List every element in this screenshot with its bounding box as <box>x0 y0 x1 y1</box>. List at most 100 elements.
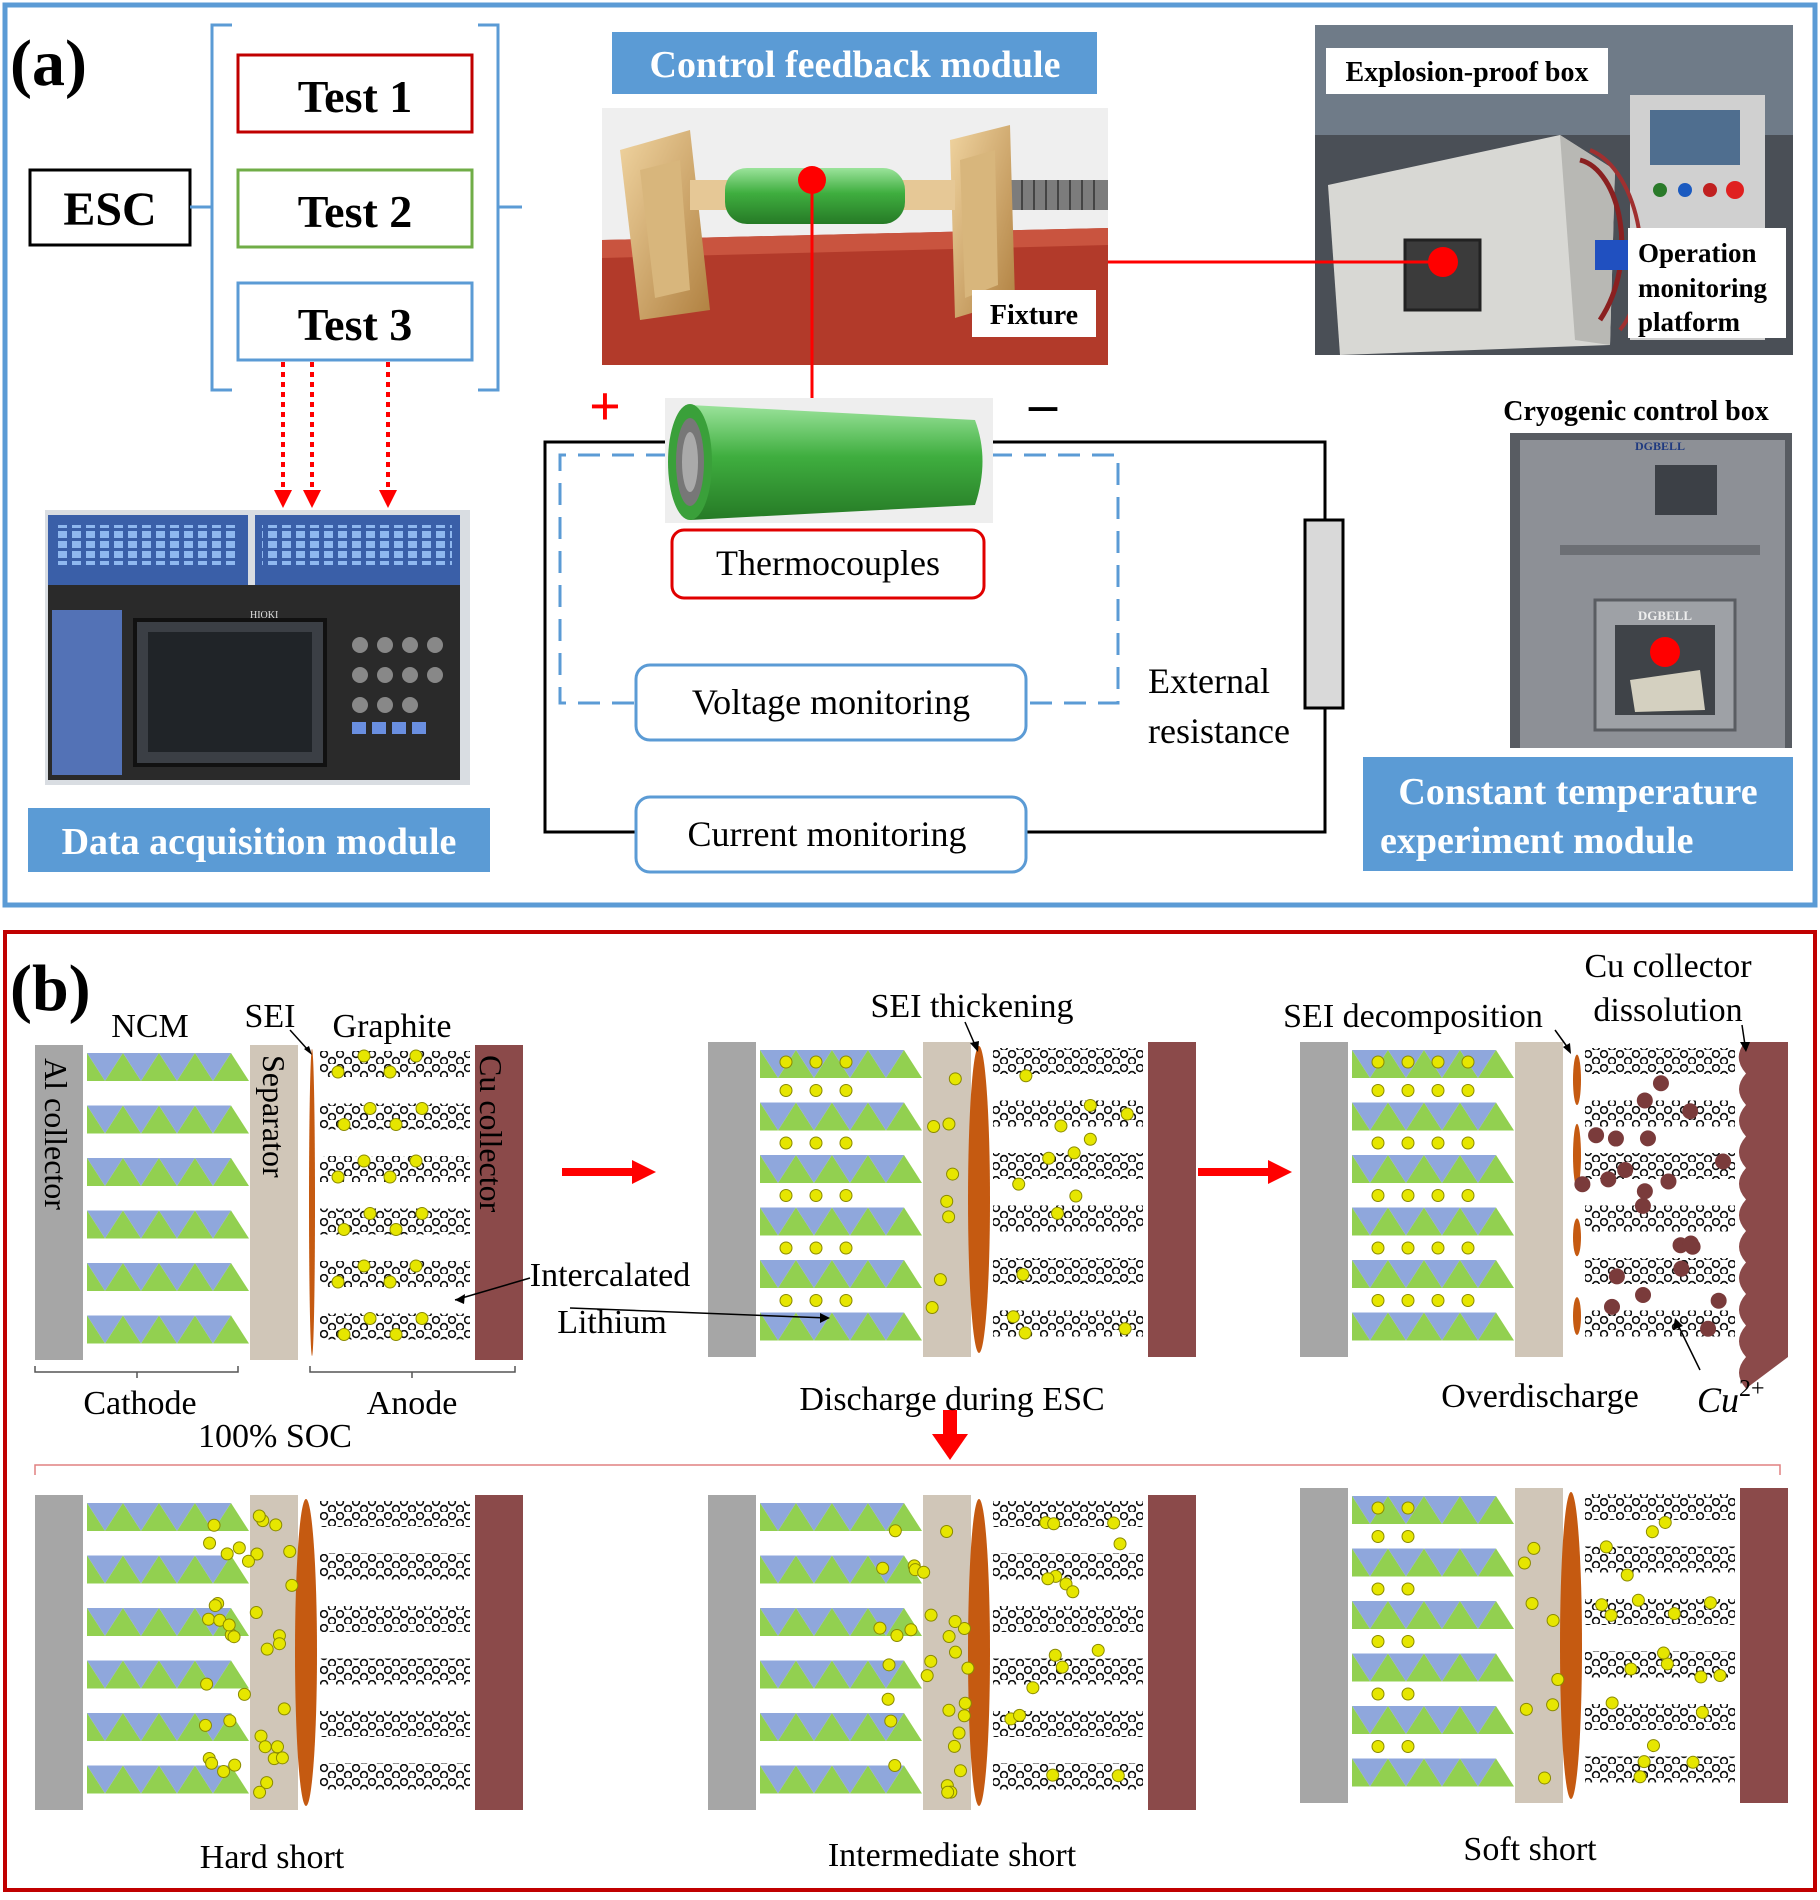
voltage-monitoring-box <box>634 663 1028 742</box>
ncm-triangle <box>760 1207 796 1236</box>
ncm-triangle <box>105 1555 141 1584</box>
ncm-triangle <box>1388 1706 1424 1734</box>
lithium-ion <box>904 1623 918 1637</box>
lithium-ion <box>890 1629 904 1643</box>
ncm-triangle <box>1406 1260 1442 1288</box>
ncm-triangle <box>105 1315 141 1344</box>
ncm-triangle <box>1370 1548 1406 1577</box>
panel-a-label: (a) <box>10 27 87 100</box>
graphite-layer <box>993 1501 1143 1527</box>
ncm-triangle <box>177 1555 213 1584</box>
sei-fragment <box>1573 1297 1581 1335</box>
ncm-triangle <box>778 1155 814 1183</box>
ncm-triangle <box>195 1210 231 1239</box>
lithium-ion <box>888 1524 902 1538</box>
arrow-stage-2-to-3 <box>1268 1160 1292 1184</box>
ncm-triangle <box>159 1713 195 1741</box>
ncm-triangle <box>796 1660 832 1689</box>
ncm-triangle <box>159 1053 195 1081</box>
lithium-ion <box>283 1544 297 1558</box>
lithium-ion <box>363 1102 377 1115</box>
lithium-ion <box>779 1241 793 1255</box>
ncm-triangle <box>868 1312 904 1341</box>
ncm-triangle <box>760 1608 796 1636</box>
ncm-triangle <box>1424 1548 1460 1577</box>
al-collector <box>708 1495 756 1810</box>
lithium-ion <box>1461 1055 1475 1069</box>
operation-platform-line-1: Operation <box>1638 238 1757 268</box>
lithium-ion <box>409 1154 423 1168</box>
ncm-triangle <box>123 1158 159 1186</box>
ncm-triangle <box>1478 1758 1514 1787</box>
ncm-triangle <box>814 1660 850 1689</box>
ncm-triangle <box>195 1263 231 1291</box>
ncm-triangle <box>850 1713 886 1741</box>
al-collector <box>708 1042 756 1357</box>
al-collector <box>35 1045 83 1360</box>
ncm-triangle <box>1406 1653 1442 1682</box>
fixture-label-bg <box>972 290 1096 337</box>
ncm-triangle <box>796 1260 832 1288</box>
sei-fragment <box>1573 1123 1581 1187</box>
ncm-triangle <box>760 1260 796 1288</box>
ncm-triangle <box>814 1155 850 1183</box>
cu-ion <box>1700 1320 1717 1337</box>
lithium-ion <box>1461 1241 1475 1255</box>
ncm-triangle <box>796 1503 832 1531</box>
ncm-triangle <box>1442 1496 1478 1524</box>
ncm-triangle <box>1442 1653 1478 1682</box>
ncm-triangle <box>177 1608 213 1636</box>
ncm-triangle <box>1388 1758 1424 1787</box>
ncm-triangle <box>850 1155 886 1183</box>
ncm-triangle <box>1478 1548 1514 1577</box>
ncm-triangle <box>105 1608 141 1636</box>
cu-ion-base: Cu <box>1697 1380 1739 1420</box>
ncm-triangle <box>105 1765 141 1794</box>
lithium-ion <box>331 1065 345 1079</box>
ncm-triangle <box>213 1315 249 1344</box>
data-acquisition-label: Data acquisition module <box>62 821 457 863</box>
cu-ion <box>1636 1092 1653 1109</box>
ncm-triangle <box>1478 1312 1514 1341</box>
lithium-ion <box>217 1765 231 1779</box>
ncm-triangle <box>886 1660 922 1689</box>
graphite-layer <box>320 1501 470 1527</box>
ncm-triangle <box>159 1660 195 1689</box>
external-resistance-line-1: External <box>1148 661 1270 701</box>
ncm-triangle <box>195 1053 231 1081</box>
lithium-ion <box>232 1541 246 1555</box>
ncm-triangle <box>1460 1653 1496 1682</box>
graphite-layer <box>1585 1258 1735 1284</box>
lithium-ion <box>1695 1705 1709 1719</box>
operation-platform-label-bg <box>1628 228 1786 338</box>
ncm-triangle <box>105 1263 141 1291</box>
lithium-ion <box>1118 1322 1132 1336</box>
lithium-ion <box>1371 1294 1385 1307</box>
lithium-ion <box>277 1702 291 1716</box>
ncm-triangle <box>87 1765 123 1794</box>
ncm-triangle <box>1370 1155 1406 1183</box>
panel-b-label: (b) <box>10 952 91 1025</box>
ncm-triangle <box>123 1053 159 1081</box>
ncm-triangle <box>1370 1758 1406 1787</box>
lithium-ion <box>1624 1662 1638 1676</box>
ncm-triangle <box>796 1608 832 1636</box>
ncm-triangle <box>213 1503 249 1531</box>
voltage-monitoring-label: Voltage monitoring <box>692 682 970 722</box>
ncm-triangle <box>87 1315 123 1344</box>
ncm-triangle <box>177 1053 213 1081</box>
sei-layer <box>1560 1492 1582 1799</box>
al-collector <box>1300 1488 1348 1803</box>
sei-decomposition-label: SEI decomposition <box>1283 998 1543 1035</box>
lithium-ion <box>1401 1582 1415 1596</box>
ncm-triangle <box>1442 1758 1478 1787</box>
ncm-triangle <box>141 1263 177 1291</box>
ncm-triangle <box>159 1765 195 1794</box>
panel-a: (a) ESC Test 1 Test 2 Test 3 <box>2 2 1818 908</box>
ncm-triangle <box>850 1260 886 1288</box>
test-2-box <box>236 168 474 249</box>
ncm-triangle <box>159 1263 195 1291</box>
ncm-triangle <box>123 1503 159 1531</box>
ncm-triangle <box>213 1053 249 1081</box>
